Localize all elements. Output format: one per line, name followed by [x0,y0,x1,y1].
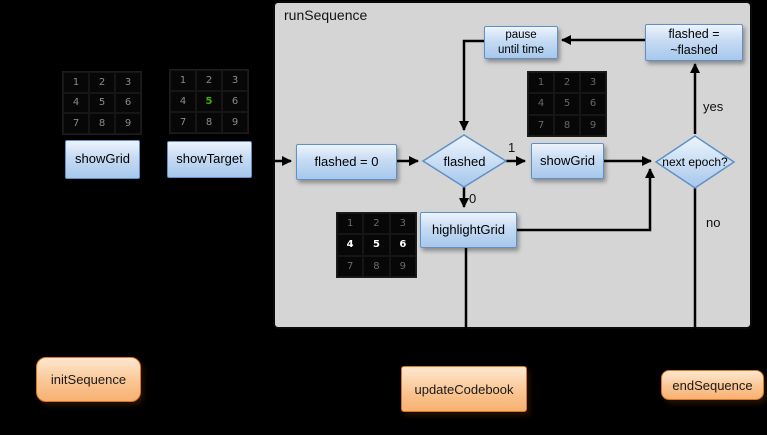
node-pause-until-time: pause until time [484,26,558,59]
grid-cell: 5 [554,93,580,115]
grid-cell-highlighted: 5 [363,234,390,256]
node-end-sequence: endSequence [661,370,764,400]
grid-cell: 8 [89,113,115,134]
grid-cell: 8 [363,255,390,277]
edge-label-no: no [706,215,721,230]
grid-cell: 3 [222,70,248,91]
grid-cell: 4 [170,91,196,112]
grid-cell: 2 [89,72,115,93]
node-toggle-flashed: flashed = ~flashed [645,24,743,61]
panel-title: runSequence [284,7,368,23]
node-show-grid: showGrid [531,143,604,179]
grid-cell: 3 [580,72,606,94]
grid-cell: 2 [363,213,390,235]
node-next-epoch-label: next epoch? [662,155,728,169]
grid-cell: 9 [222,112,248,133]
grid-cell: 7 [528,114,554,136]
show-target-preview: 1 2 3 4 5 6 7 8 9 [169,69,249,134]
grid-cell: 5 [89,92,115,114]
flash-grid-preview: 1 2 3 4 5 6 7 8 9 [527,71,607,137]
show-grid-preview: 1 2 3 4 5 6 7 8 9 [62,71,142,135]
edge-label-one: 1 [508,140,516,155]
highlight-grid-preview: 1 2 3 4 5 6 7 8 9 [336,212,417,278]
grid-cell: 8 [554,114,580,136]
grid-cell: 4 [528,93,554,115]
grid-cell: 3 [389,213,416,235]
grid-cell: 6 [580,93,606,115]
node-show-target: showTarget [167,141,252,178]
edge-label-zero: 0 [469,191,477,206]
node-update-codebook: updateCodebook [401,366,527,412]
grid-cell-highlighted: 6 [389,234,416,256]
grid-cell: 2 [554,72,580,94]
node-flashed-decision-label: flashed [443,153,486,169]
grid-cell-target: 5 [196,91,222,112]
node-init-sequence: initSequence [36,357,141,402]
grid-cell: 7 [337,255,364,277]
node-flashed-zero: flashed = 0 [296,144,397,180]
grid-cell: 9 [115,113,141,134]
grid-cell: 7 [170,112,196,133]
grid-cell: 2 [196,70,222,91]
grid-cell-highlighted: 4 [337,234,364,256]
node-show-grid-left: showGrid [65,140,140,179]
grid-cell: 4 [63,92,89,114]
grid-cell: 9 [389,255,416,277]
edge-label-yes: yes [703,99,724,114]
grid-cell: 7 [63,113,89,134]
grid-cell: 9 [580,114,606,136]
grid-cell: 6 [222,91,248,112]
grid-cell: 1 [528,72,554,94]
node-highlight-grid: highlightGrid [420,212,517,248]
grid-cell: 1 [63,72,89,93]
grid-cell: 1 [337,213,364,235]
grid-cell: 8 [196,112,222,133]
grid-cell: 3 [115,72,141,93]
grid-cell: 1 [170,70,196,91]
grid-cell: 6 [115,92,141,114]
